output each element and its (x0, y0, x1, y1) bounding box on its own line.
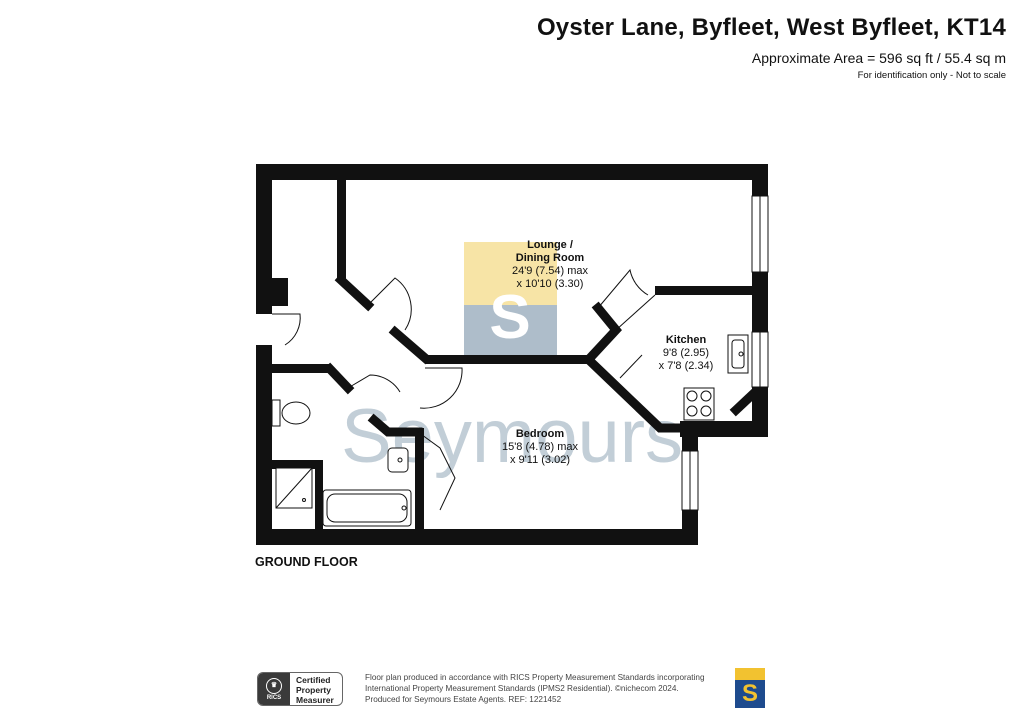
rics-logo-text: RICS (266, 694, 282, 701)
rics-line3: Measurer (296, 695, 334, 705)
approximate-area: Approximate Area = 596 sq ft / 55.4 sq m (751, 50, 1006, 66)
kitchen-dim2: x 7'8 (2.34) (659, 360, 714, 372)
header: Oyster Lane, Byfleet, West Byfleet, KT14… (537, 14, 1006, 81)
door-swings (272, 268, 649, 511)
svg-text:S: S (742, 680, 758, 707)
rics-seal-icon: ♛ (266, 677, 282, 694)
rics-line2: Property (296, 685, 331, 695)
rics-badge: ♛ RICS Certified Property Measurer (257, 672, 343, 706)
lounge-name-line2: Dining Room (516, 252, 585, 264)
footer-line2: International Property Measurement Stand… (365, 684, 679, 693)
seymours-logo-icon: S (735, 668, 765, 708)
footer-text: Floor plan produced in accordance with R… (365, 672, 705, 705)
rics-certified-text: Certified Property Measurer (290, 673, 342, 705)
svg-text:S: S (489, 283, 530, 352)
bedroom-name: Bedroom (516, 428, 565, 440)
footer-line1: Floor plan produced in accordance with R… (365, 673, 705, 682)
walls (256, 164, 768, 545)
rics-line1: Certified (296, 675, 331, 685)
property-title: Oyster Lane, Byfleet, West Byfleet, KT14 (536, 14, 1006, 41)
kitchen-dim1: 9'8 (2.95) (663, 347, 709, 359)
room-lounge: Lounge / Dining Room 24'9 (7.54) max x 1… (512, 239, 589, 290)
lounge-name-line1: Lounge / (527, 239, 573, 251)
footer-line3: Produced for Seymours Estate Agents. REF… (365, 695, 562, 704)
lounge-dim1: 24'9 (7.54) max (512, 265, 589, 277)
room-kitchen: Kitchen 9'8 (2.95) x 7'8 (2.34) (659, 334, 714, 372)
lounge-dim2: x 10'10 (3.30) (517, 278, 584, 290)
floor-label: GROUND FLOOR (255, 555, 358, 569)
bedroom-dim1: 15'8 (4.78) max (502, 441, 579, 453)
bedroom-dim2: x 9'11 (3.02) (510, 454, 570, 466)
fixtures (271, 294, 749, 527)
kitchen-name: Kitchen (666, 334, 707, 346)
watermark-logo: S (464, 242, 557, 360)
scale-note: For identification only - Not to scale (857, 70, 1006, 81)
rics-logo: ♛ RICS (258, 673, 290, 705)
room-bedroom: Bedroom 15'8 (4.78) max x 9'11 (3.02) (502, 428, 579, 466)
